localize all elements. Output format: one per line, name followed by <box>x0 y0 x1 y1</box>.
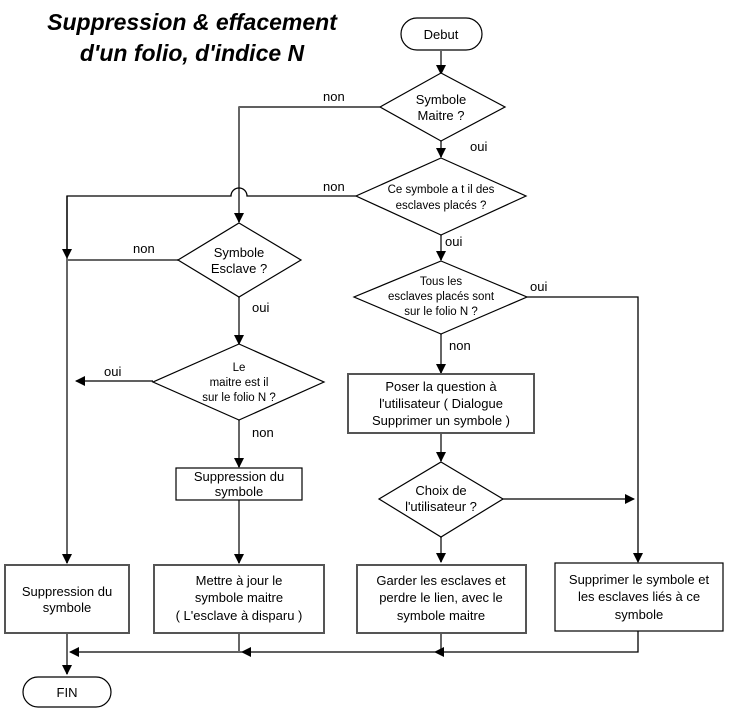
process-label: symbole maitre <box>397 608 485 623</box>
process-label: Suppression du <box>194 469 284 484</box>
decision-label: Le <box>233 362 246 374</box>
edge-label-oui: oui <box>470 139 487 154</box>
decision-label: esclaves placés sont <box>388 291 495 303</box>
process-label: l'utilisateur ( Dialogue <box>379 396 503 411</box>
decision-label: l'utilisateur ? <box>405 499 477 514</box>
decision-tous-esclaves-folio <box>352 260 529 335</box>
diagram-title-line2: d'un folio, d'indice N <box>80 40 305 66</box>
process-suppression-gauche <box>4 564 130 634</box>
edge-bottom-merge <box>69 631 639 657</box>
process-mettre-a-jour <box>153 564 325 634</box>
diagram-title-line1: Suppression & effacement <box>47 9 338 35</box>
start-label: Debut <box>424 27 459 42</box>
decision-label: Symbole <box>416 92 467 107</box>
end-label: FIN <box>57 685 78 700</box>
decision-symbole-esclave <box>176 222 303 298</box>
decision-label: Choix de <box>415 483 466 498</box>
process-poser-question <box>347 373 535 434</box>
edge-maitre-non <box>238 106 380 186</box>
process-label: symbole <box>215 484 263 499</box>
process-label: Poser la question à <box>385 379 497 394</box>
decision-symbole-maitre <box>378 72 507 142</box>
edge-label-non: non <box>323 89 345 104</box>
edge-label-oui: oui <box>445 234 462 249</box>
decision-label: esclaves placés ? <box>396 200 487 212</box>
decision-esclaves-places <box>354 157 528 236</box>
decision-label: maitre est il <box>210 377 269 389</box>
edge-label-non: non <box>323 179 345 194</box>
process-label: symbole maitre <box>195 590 283 605</box>
process-label: les esclaves liés à ce <box>578 589 700 604</box>
edge-label-non: non <box>252 425 274 440</box>
decision-label: sur le folio N ? <box>202 392 276 404</box>
edge-tous-oui <box>527 296 643 563</box>
process-label: ( L'esclave à disparu ) <box>176 608 303 623</box>
decision-label: Esclave ? <box>211 261 267 276</box>
start-terminal <box>400 17 483 51</box>
end-terminal <box>22 676 112 708</box>
decision-choix-utilisateur <box>377 461 505 538</box>
decision-label: sur le folio N ? <box>404 306 478 318</box>
process-label: symbole <box>615 607 663 622</box>
process-label: perdre le lien, avec le <box>379 590 503 605</box>
process-label: Garder les esclaves et <box>376 573 506 588</box>
edge-label-non: non <box>133 241 155 256</box>
decision-label: Maitre ? <box>418 108 465 123</box>
arrowhead <box>241 647 251 657</box>
decision-label: Symbole <box>214 245 265 260</box>
process-label: Supprimer le symbole et <box>569 572 710 587</box>
edge-esclaves-non <box>66 187 356 252</box>
process-supprimer-tous <box>554 562 724 632</box>
process-label: Suppression du <box>22 584 112 599</box>
process-label: Supprimer un symbole ) <box>372 413 510 428</box>
edge-label-oui: oui <box>252 300 269 315</box>
process-suppression-milieu <box>175 467 303 501</box>
process-garder-esclaves <box>356 564 527 634</box>
process-label: Mettre à jour le <box>196 573 283 588</box>
edge-label-oui: oui <box>104 364 121 379</box>
edge-label-oui: oui <box>530 279 547 294</box>
edge-label-non: non <box>449 338 471 353</box>
decision-label: Ce symbole a t il des <box>388 184 495 196</box>
decision-maitre-sur-folio <box>151 343 326 421</box>
arrowhead <box>434 647 444 657</box>
process-label: symbole <box>43 600 91 615</box>
decision-label: Tous les <box>420 276 462 288</box>
